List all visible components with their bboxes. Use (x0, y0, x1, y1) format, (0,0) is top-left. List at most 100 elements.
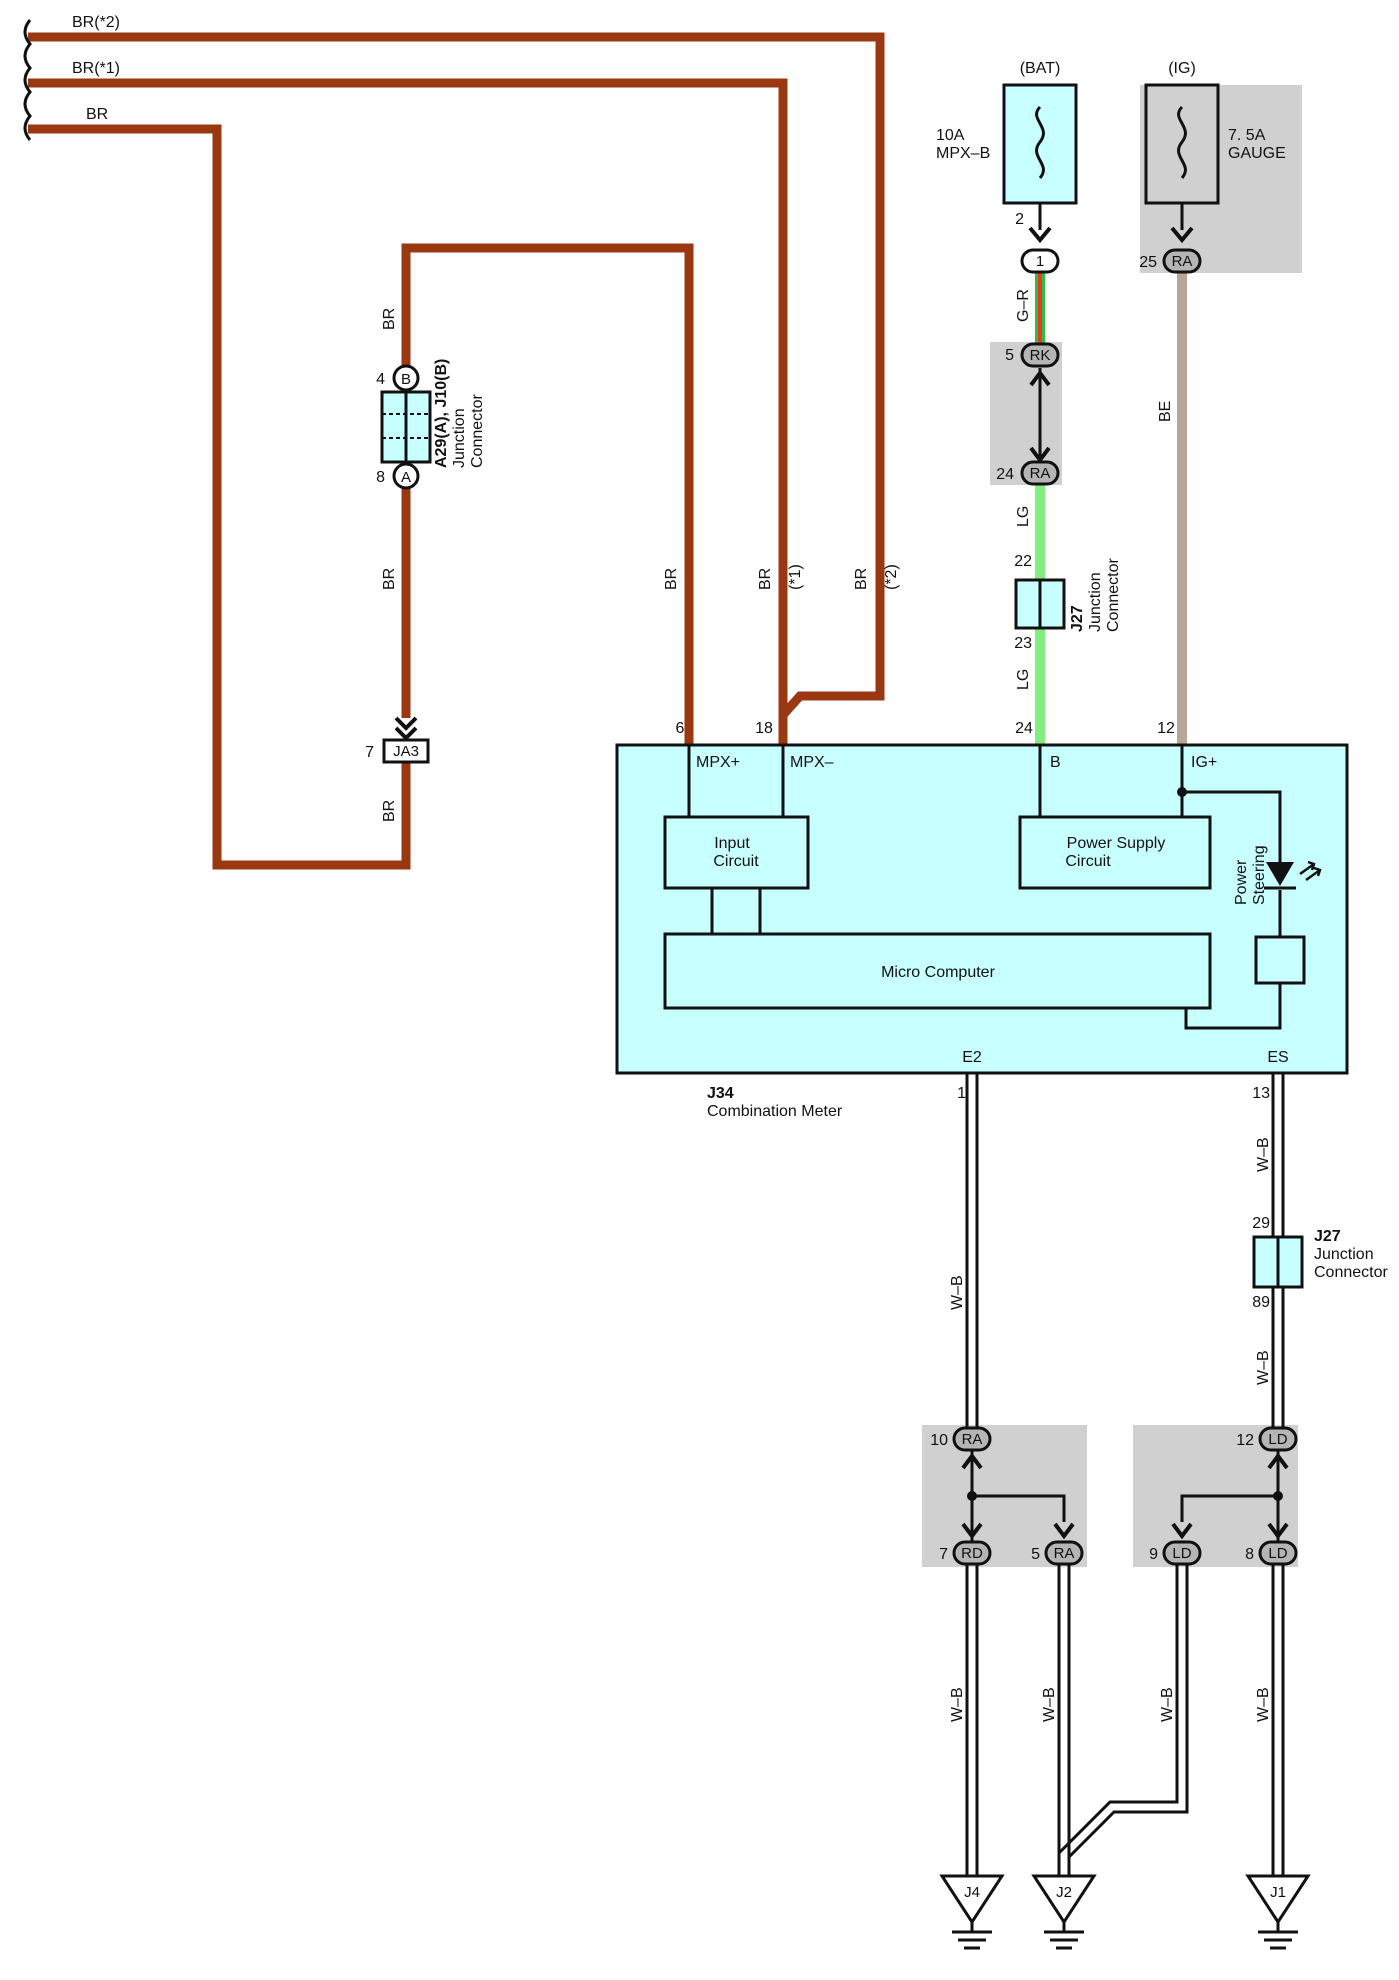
wire-label-br1: BR(*1) (72, 60, 120, 77)
wire-color-lg-b: LG (1015, 669, 1032, 690)
connector-ra10-label: RA (962, 1431, 983, 1448)
fuse-ig-name: GAUGE (1228, 145, 1286, 162)
wire-color-br-c: BR (381, 800, 398, 822)
connector-a (392, 462, 420, 490)
meter-term-ig: IG+ (1191, 754, 1217, 771)
wire-color-gr: G–R (1015, 289, 1032, 322)
wire-color-br-e: BR (757, 568, 774, 590)
connector-a-label: A (401, 469, 411, 486)
wire-br2 (28, 32, 885, 745)
power-supply-circuit (1018, 815, 1212, 890)
connector-b-pin: 4 (376, 371, 385, 388)
wire-color-star1: (*1) (787, 564, 804, 590)
ground-j4 (939, 1874, 1005, 1950)
j27-bot-line1: Junction (1314, 1246, 1374, 1263)
junction-a29-line2: Connector (469, 394, 486, 468)
meter-pin-mpx-minus: 18 (755, 720, 773, 737)
connector-ra5 (1044, 1540, 1084, 1566)
wire-color-wb-f: W–B (1159, 1687, 1176, 1722)
fuse-ig-source: (IG) (1168, 60, 1196, 77)
j27-bot-line2: Connector (1314, 1264, 1388, 1281)
j27-bot-pin-in: 29 (1252, 1215, 1270, 1232)
connector-ra10 (952, 1426, 992, 1452)
connector-1-label: 1 (1036, 253, 1044, 270)
break-mark (23, 19, 32, 141)
ground-j1-label: J1 (1270, 1884, 1286, 1901)
connector-rd7-pin: 7 (939, 1546, 948, 1563)
connector-ra25 (1162, 248, 1202, 274)
wire-color-wb-b: W–B (1255, 1137, 1272, 1172)
connector-ld12-label: LD (1268, 1431, 1287, 1448)
wire-color-wb-e: W–B (1041, 1687, 1058, 1722)
connector-rd7-label: RD (961, 1545, 983, 1562)
meter-pin-es: 13 (1252, 1085, 1270, 1102)
connector-ra24-label: RA (1030, 465, 1051, 482)
wire-color-br-d: BR (663, 568, 680, 590)
connector-b (392, 364, 420, 392)
ground-wires (965, 1073, 1285, 1876)
wire-br-loop (401, 243, 694, 745)
fuse-bat-source: (BAT) (1020, 60, 1061, 77)
connector-ja3-label: JA3 (393, 743, 419, 760)
connector-ja3 (382, 738, 430, 764)
meter-pin-ig: 12 (1157, 720, 1175, 737)
input-circuit-line1: Input (714, 835, 750, 852)
junction-a29-line1: Junction (451, 408, 468, 468)
connector-a-pin: 8 (376, 469, 385, 486)
meter-term-b: B (1050, 754, 1061, 771)
micro-computer (663, 932, 1212, 1010)
wire-be (1177, 273, 1187, 745)
connector-ld8-pin: 8 (1245, 1546, 1254, 1563)
connector-rk-label: RK (1030, 347, 1051, 364)
wire-color-wb-g: W–B (1255, 1687, 1272, 1722)
connector-b-label: B (401, 371, 411, 388)
j27-bot-pin-out: 89 (1252, 1294, 1270, 1311)
connector-rk-pin: 5 (1005, 347, 1014, 364)
j27-top-id: J27 (1069, 605, 1086, 632)
connector-ra5-pin: 5 (1031, 1546, 1040, 1563)
meter-pin-e2: 1 (957, 1085, 966, 1102)
connector-ld9-label: LD (1172, 1545, 1191, 1562)
ground-j1 (1245, 1874, 1311, 1950)
connector-rk (1020, 342, 1060, 368)
meter-name: Combination Meter (707, 1103, 843, 1120)
micro-computer-label: Micro Computer (881, 964, 995, 981)
ground-j2 (1031, 1874, 1097, 1950)
wire-label-br: BR (86, 106, 108, 123)
wire-color-br-a: BR (381, 308, 398, 330)
wire-color-be: BE (1157, 401, 1174, 422)
ground-j2-label: J2 (1056, 1884, 1072, 1901)
wire-color-wb-c: W–B (1255, 1350, 1272, 1385)
meter-term-mpx-minus: MPX– (790, 754, 834, 771)
meter-term-es: ES (1267, 1049, 1288, 1066)
meter-id: J34 (707, 1085, 734, 1102)
wire-color-wb-d: W–B (949, 1687, 966, 1722)
connector-ra24-pin: 24 (996, 466, 1014, 483)
j27-top-line2: Connector (1105, 558, 1122, 632)
j27-bot-id: J27 (1314, 1228, 1341, 1245)
connector-ld12-pin: 12 (1236, 1432, 1254, 1449)
wire-br1 (28, 78, 788, 745)
power-steering-line2: Steering (1251, 845, 1268, 905)
power-supply-line2: Circuit (1065, 853, 1111, 870)
meter-term-mpx-plus: MPX+ (696, 754, 740, 771)
fuse-gauge-element (1177, 105, 1187, 179)
power-steering-led-icon (1266, 862, 1294, 886)
wire-color-lg-a: LG (1015, 506, 1032, 527)
wire-br (28, 124, 411, 870)
connector-ra5-label: RA (1054, 1545, 1075, 1562)
meter-pin-mpx-plus: 6 (676, 720, 685, 737)
connector-ld8-label: LD (1268, 1545, 1287, 1562)
meter-pin-b: 24 (1015, 720, 1033, 737)
fuse-bat-rating: 10A (936, 127, 965, 144)
combination-meter (615, 743, 1349, 1075)
connector-ld9 (1162, 1540, 1202, 1566)
connector-ld8 (1258, 1540, 1298, 1566)
power-steering-driver (1254, 935, 1306, 985)
wire-color-br-f: BR (853, 568, 870, 590)
connector-ra25-pin: 25 (1139, 254, 1157, 271)
j27-top-pin-out: 23 (1014, 635, 1032, 652)
power-supply-line1: Power Supply (1067, 835, 1166, 852)
connector-ja3-pin: 7 (365, 744, 374, 761)
